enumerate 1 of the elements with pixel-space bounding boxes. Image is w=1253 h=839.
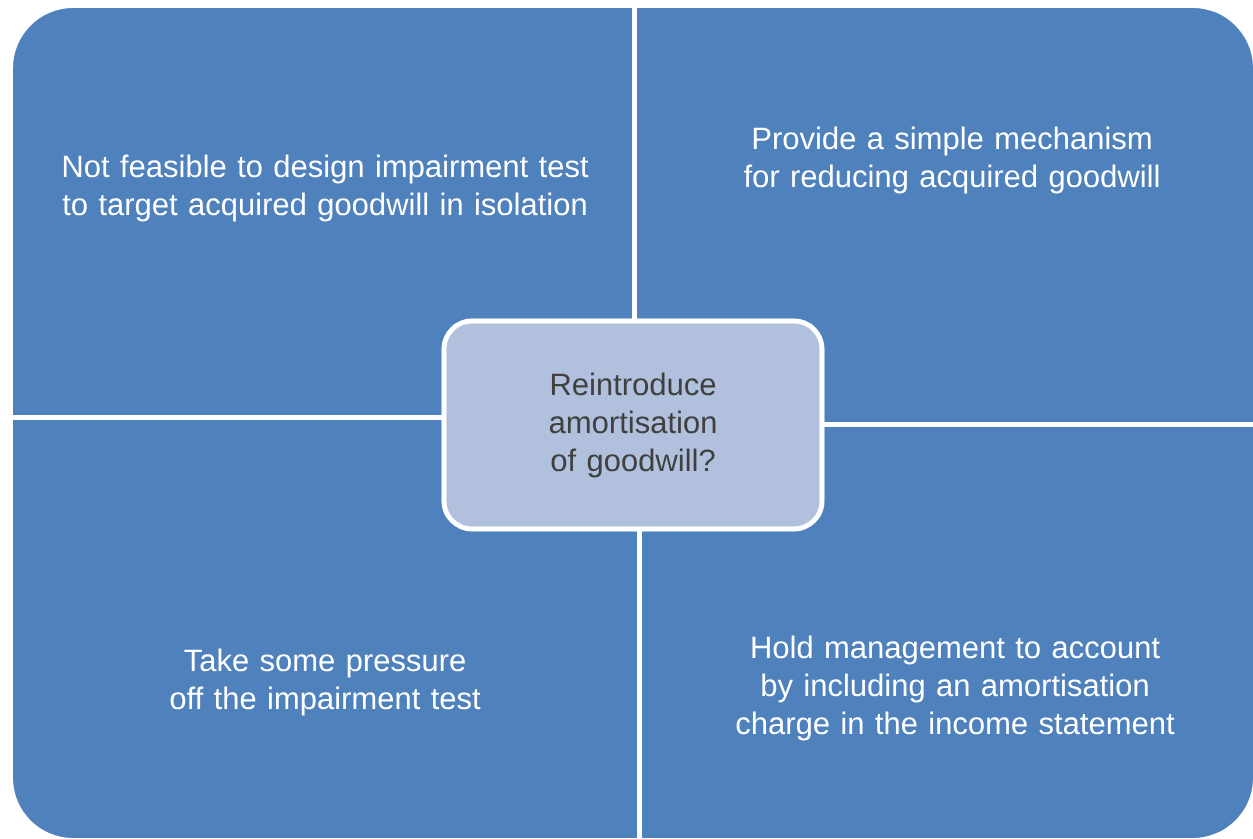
center-box: Reintroduce amortisation of goodwill? xyxy=(441,318,825,532)
